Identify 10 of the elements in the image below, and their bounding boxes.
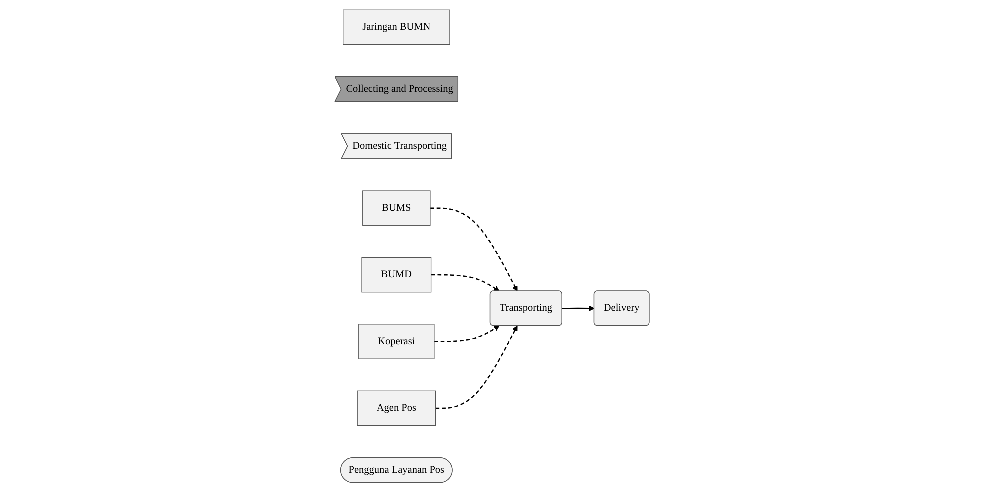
node-box: BUMS bbox=[362, 190, 431, 226]
arrow bbox=[430, 208, 518, 292]
node-box: BUMD bbox=[362, 257, 432, 293]
arrow bbox=[432, 274, 500, 292]
arrow bbox=[434, 326, 500, 342]
arrow bbox=[436, 326, 518, 410]
arrow bbox=[562, 306, 596, 312]
node-box: Jaringan BUMN bbox=[343, 10, 451, 46]
node-box: Koperasi bbox=[358, 324, 435, 360]
node-box: Agen Pos bbox=[358, 390, 436, 426]
